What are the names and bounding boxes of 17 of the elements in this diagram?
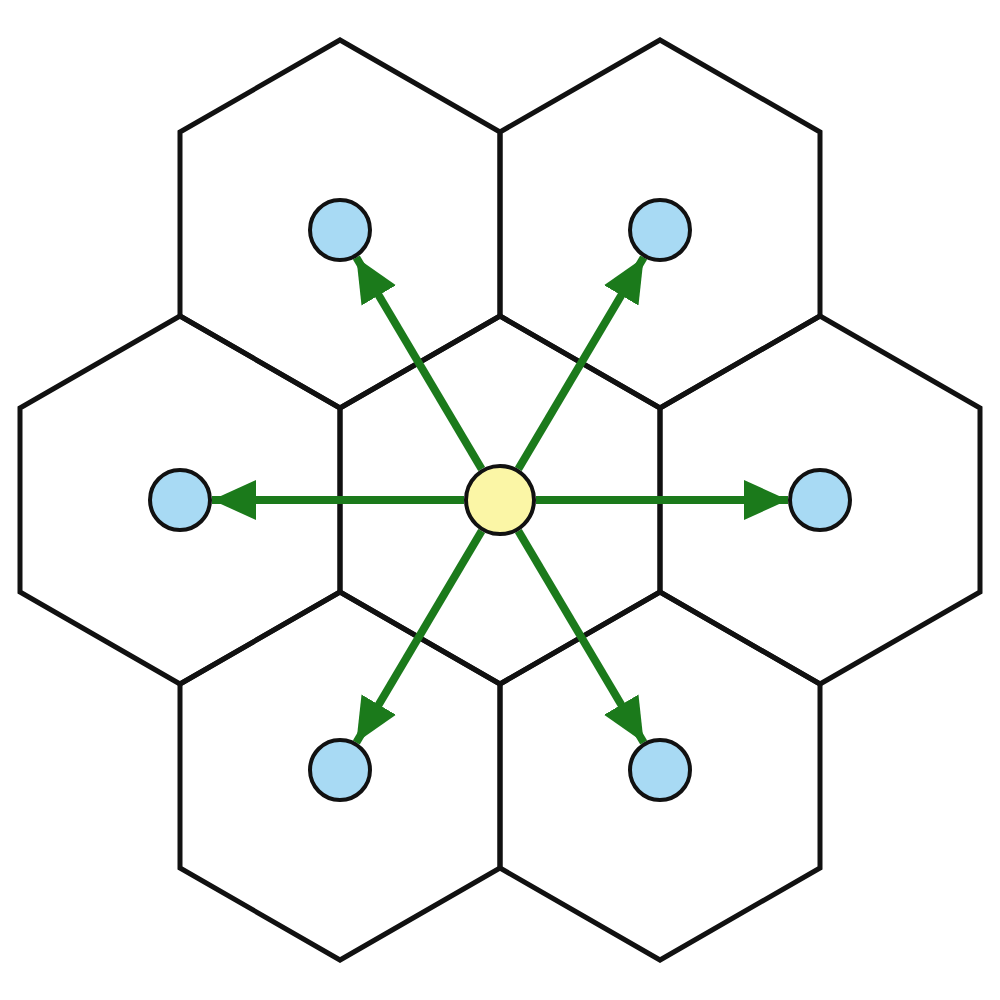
hexagonal-cell [660, 316, 980, 684]
station-dot [308, 738, 372, 802]
station-dot [628, 198, 692, 262]
arrow [352, 255, 486, 472]
hexagonal-cell [500, 592, 820, 960]
arrow [536, 480, 788, 520]
arrow [514, 528, 648, 745]
arrow [352, 528, 486, 745]
station-dot [148, 468, 212, 532]
arrow [514, 255, 648, 472]
arrow [212, 480, 464, 520]
station-dot [788, 468, 852, 532]
hexagonal-cell [180, 592, 500, 960]
station-dot [308, 198, 372, 262]
hexagonal-cell [20, 316, 340, 684]
station-dot [464, 464, 536, 536]
station-dot [628, 738, 692, 802]
